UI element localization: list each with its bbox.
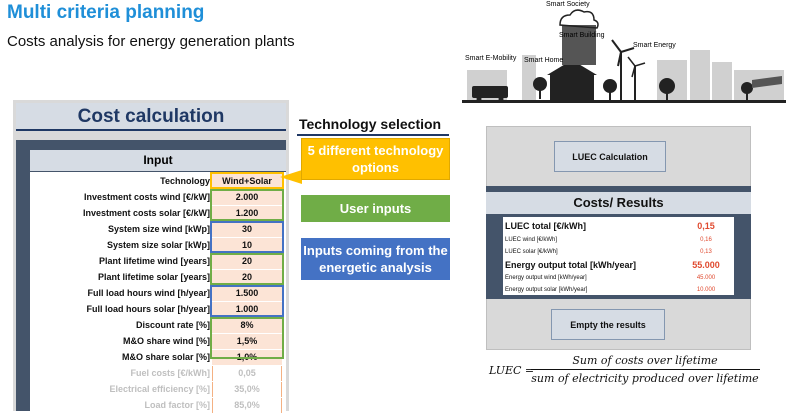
- results-title: Costs/ Results: [486, 192, 751, 214]
- input-row-loadfactor: Load factor [%]85,0%: [30, 398, 286, 413]
- input-row-efficiency: Electrical efficiency [%]35,0%: [30, 382, 286, 397]
- result-label: LUEC solar [€/kWh]: [505, 249, 558, 255]
- formula-fraction-line: [531, 369, 760, 370]
- input-label-invest-solar: Investment costs solar [€/kW]: [82, 208, 210, 218]
- input-label-efficiency: Electrical efficiency [%]: [109, 384, 210, 394]
- input-row-mo-solar: M&O share solar [%]1,0%: [30, 350, 286, 365]
- input-label-size-wind: System size wind [kWp]: [107, 224, 210, 234]
- input-row-invest-wind: Investment costs wind [€/kW]2.000: [30, 190, 286, 205]
- load-factor-input: 85,0%: [212, 398, 282, 413]
- result-value: 0,13: [700, 249, 712, 255]
- luec-calculation-button[interactable]: LUEC Calculation: [554, 141, 666, 172]
- formula-denominator: sum of electricity produced over lifetim…: [531, 372, 759, 385]
- energetic-inputs-callout: Inputs coming from the energetic analysi…: [301, 238, 450, 280]
- input-label-lifetime-wind: Plant lifetime wind [years]: [98, 256, 210, 266]
- input-label: Input: [143, 153, 173, 167]
- invest-solar-input[interactable]: 1.200: [212, 206, 282, 221]
- flh-solar-input[interactable]: 1.000: [212, 302, 282, 317]
- luec-formula: LUEC = Sum of costs over lifetime sum of…: [489, 354, 764, 386]
- input-label-loadfactor: Load factor [%]: [144, 400, 210, 410]
- page-subtitle: Costs analysis for energy generation pla…: [7, 33, 295, 50]
- input-label-fuel: Fuel costs [€/kWh]: [130, 368, 210, 378]
- cost-calculation-title: Cost calculation: [77, 106, 225, 127]
- input-row-lifetime-solar: Plant lifetime solar [years]20: [30, 270, 286, 285]
- input-label-size-solar: System size solar [kWp]: [106, 240, 210, 250]
- size-wind-input[interactable]: 30: [212, 222, 282, 237]
- input-row-flh-solar: Full load hours solar [h/year]1.000: [30, 302, 286, 317]
- lifetime-solar-input[interactable]: 20: [212, 270, 282, 285]
- empty-results-button[interactable]: Empty the results: [551, 309, 665, 340]
- input-row-lifetime-wind: Plant lifetime wind [years]20: [30, 254, 286, 269]
- technology-select[interactable]: Wind+Solar: [212, 174, 282, 189]
- city-label-building: Smart Building: [559, 32, 605, 39]
- result-label: Energy output total [kWh/year]: [505, 260, 637, 270]
- formula-numerator: Sum of costs over lifetime: [572, 354, 718, 367]
- city-label-energy: Smart Energy: [633, 42, 676, 49]
- technology-selection-label: Technology selection: [299, 116, 442, 132]
- input-label-flh-solar: Full load hours solar [h/year]: [86, 304, 210, 314]
- result-value: 0,16: [700, 237, 712, 243]
- flh-wind-input[interactable]: 1.500: [212, 286, 282, 301]
- result-value: 10.000: [696, 287, 716, 293]
- formula-lhs: LUEC =: [489, 364, 535, 377]
- smart-city-illustration: Smart Society Smart Building Smart Energ…: [462, 1, 786, 103]
- page-title: Multi criteria planning: [7, 2, 205, 23]
- input-label-mo-wind: M&O share wind [%]: [122, 336, 210, 346]
- input-row-fuel: Fuel costs [€/kWh]0,05: [30, 366, 286, 381]
- mo-solar-input[interactable]: 1,0%: [212, 350, 282, 365]
- input-row-invest-solar: Investment costs solar [€/kW]1.200: [30, 206, 286, 221]
- input-label-technology: Technology: [160, 176, 210, 186]
- input-row-flh-wind: Full load hours wind [h/year]1.500: [30, 286, 286, 301]
- tech-options-callout: 5 different technology options: [301, 138, 450, 180]
- fuel-costs-input: 0,05: [212, 366, 282, 381]
- input-label-invest-wind: Investment costs wind [€/kW]: [83, 192, 210, 202]
- user-inputs-callout: User inputs: [301, 195, 450, 222]
- mo-wind-input[interactable]: 1,5%: [212, 334, 282, 349]
- result-label: LUEC wind [€/kWh]: [505, 237, 558, 243]
- result-value: 0,15: [697, 221, 715, 231]
- technology-selection-underline: [297, 134, 449, 136]
- result-value: 45.000: [696, 275, 716, 281]
- input-row-mo-wind: M&O share wind [%]1,5%: [30, 334, 286, 349]
- callout-arrow: [280, 170, 302, 184]
- size-solar-input[interactable]: 10: [212, 238, 282, 253]
- input-row-size-wind: System size wind [kWp]30: [30, 222, 286, 237]
- input-row-size-solar: System size solar [kWp]10: [30, 238, 286, 253]
- result-label: LUEC total [€/kWh]: [505, 221, 586, 231]
- input-label-lifetime-solar: Plant lifetime solar [years]: [97, 272, 210, 282]
- efficiency-input: 35,0%: [212, 382, 282, 397]
- input-label-discount: Discount rate [%]: [135, 320, 210, 330]
- input-label-mo-solar: M&O share solar [%]: [121, 352, 210, 362]
- city-label-society: Smart Society: [546, 1, 590, 8]
- result-value: 55.000: [692, 260, 720, 270]
- discount-rate-input[interactable]: 8%: [212, 318, 282, 333]
- result-label: Energy output wind [kWh/year]: [505, 275, 587, 281]
- city-label-emobility: Smart E-Mobility: [465, 55, 517, 62]
- cost-calculation-header: Cost calculation: [16, 103, 286, 131]
- result-label: Energy output solar [kWh/year]: [505, 287, 588, 293]
- results-table: LUEC total [€/kWh] 0,15 LUEC wind [€/kWh]…: [503, 217, 734, 295]
- input-section-header: Input: [30, 150, 286, 171]
- city-label-home: Smart Home: [524, 57, 563, 64]
- input-label-flh-wind: Full load hours wind [h/year]: [87, 288, 210, 298]
- lifetime-wind-input[interactable]: 20: [212, 254, 282, 269]
- input-row-discount: Discount rate [%]8%: [30, 318, 286, 333]
- invest-wind-input[interactable]: 2.000: [212, 190, 282, 205]
